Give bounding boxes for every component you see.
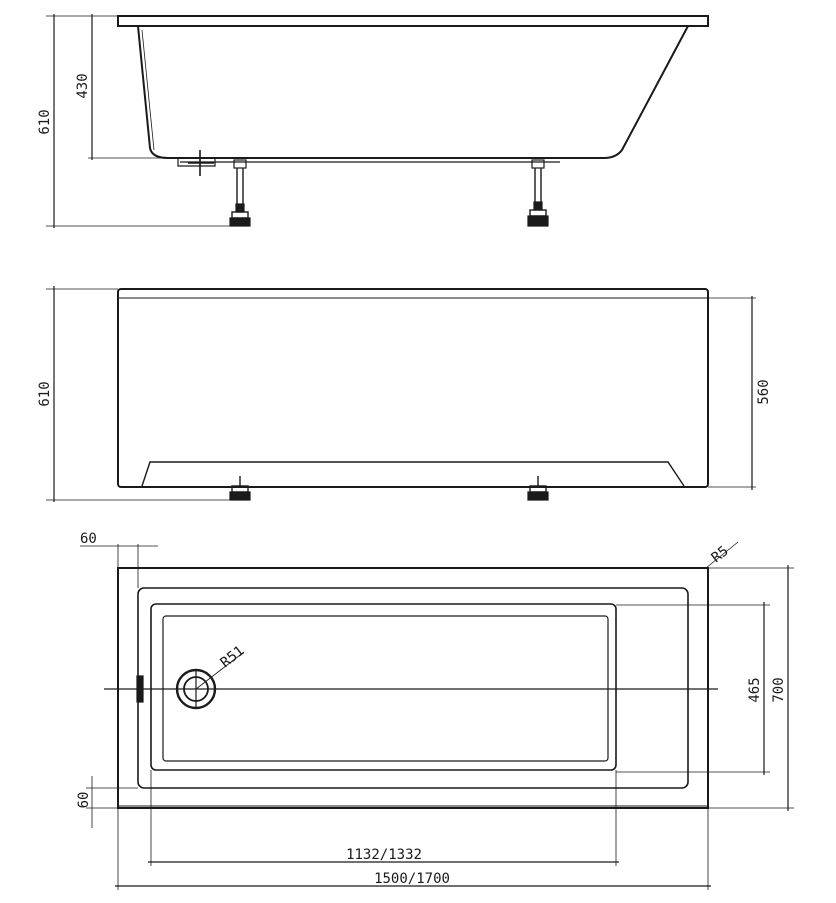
inner-width-label: 465 [747,677,763,702]
rim-inner-edge [137,587,689,789]
front-right-leg [527,476,549,501]
basin-outline [150,603,617,771]
rim-left-label: 60 [80,531,97,547]
inner-length-label: 1132/1332 [346,847,422,863]
front-panel-outline [117,288,709,488]
drain-pipe [177,158,216,167]
left-leg [229,159,251,227]
outer-length-label: 1500/1700 [374,871,450,887]
front-total-height-label: 610 [37,381,53,406]
side-depth-label: 430 [75,73,91,98]
tub-rim [117,15,709,27]
overflow [136,675,144,703]
front-recess [141,461,685,487]
tub-body-inner-line [141,29,155,151]
side-view: 610 430 [37,14,709,228]
tub-body-profile [137,25,689,159]
front-panel-height-label: 560 [756,379,772,404]
drain-radius-label: R51 [218,643,248,671]
right-leg [527,159,549,227]
rim-bottom-label: 60 [76,792,92,809]
front-left-leg [229,476,251,501]
top-view: R51 R5 60 60 465 700 1132/1332 1500 [76,531,794,890]
outer-width-label: 700 [771,677,787,702]
outer-rim [117,567,709,809]
side-total-height-label: 610 [37,109,53,134]
front-view: 610 560 [37,286,772,502]
